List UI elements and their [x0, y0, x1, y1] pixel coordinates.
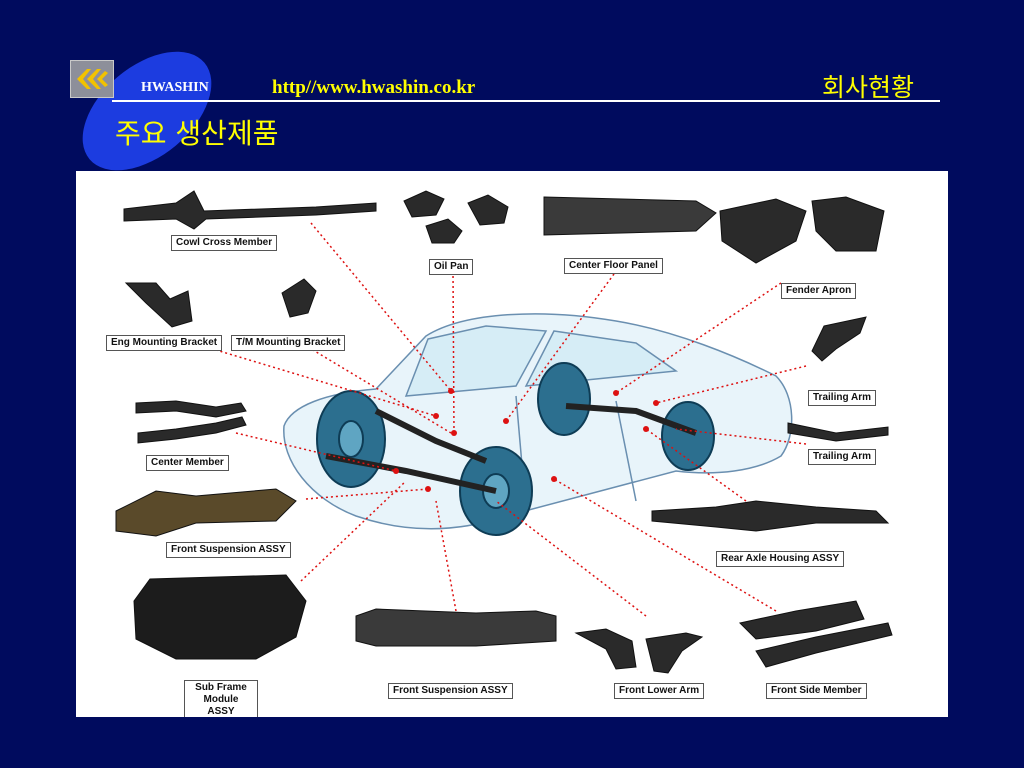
- parts-illustrations: [115, 190, 893, 674]
- label-front-side-member: Front Side Member: [766, 683, 867, 699]
- label-trailing-arm-lower: Trailing Arm: [808, 449, 876, 465]
- car-parts-illustration: [115, 190, 893, 674]
- website-url[interactable]: http//www.hwashin.co.kr: [272, 77, 476, 98]
- header-divider: [112, 100, 940, 102]
- label-center-floor-panel: Center Floor Panel: [564, 258, 663, 274]
- label-tm-mounting-bracket: T/M Mounting Bracket: [231, 335, 346, 351]
- label-sub-frame-module: Sub Frame Module ASSY: [184, 680, 258, 717]
- label-oil-pan: Oil Pan: [429, 259, 474, 275]
- label-trailing-arm-upper: Trailing Arm: [808, 390, 876, 406]
- label-rear-axle-housing: Rear Axle Housing ASSY: [716, 551, 845, 567]
- label-front-suspension-assy-bottom: Front Suspension ASSY: [388, 683, 513, 699]
- hwashin-logo-icon: [70, 60, 114, 98]
- label-center-member: Center Member: [146, 455, 229, 471]
- decorative-blue-ellipse: [60, 28, 234, 194]
- leader-lines: [205, 222, 807, 617]
- label-eng-mounting-bracket: Eng Mounting Bracket: [106, 335, 223, 351]
- brand-name: HWASHIN: [141, 80, 209, 95]
- label-cowl-cross-member: Cowl Cross Member: [171, 235, 278, 251]
- page-title: 주요 생산제품: [115, 117, 279, 150]
- section-title: 회사현황: [822, 73, 915, 102]
- label-front-suspension-assy-left: Front Suspension ASSY: [166, 542, 291, 558]
- label-front-lower-arm: Front Lower Arm: [614, 683, 705, 699]
- product-illustration-panel: Cowl Cross Member Oil Pan Center Floor P…: [76, 171, 948, 717]
- chassis-illustration: [325, 403, 698, 494]
- label-fender-apron: Fender Apron: [781, 283, 857, 299]
- leader-dots: [393, 388, 659, 492]
